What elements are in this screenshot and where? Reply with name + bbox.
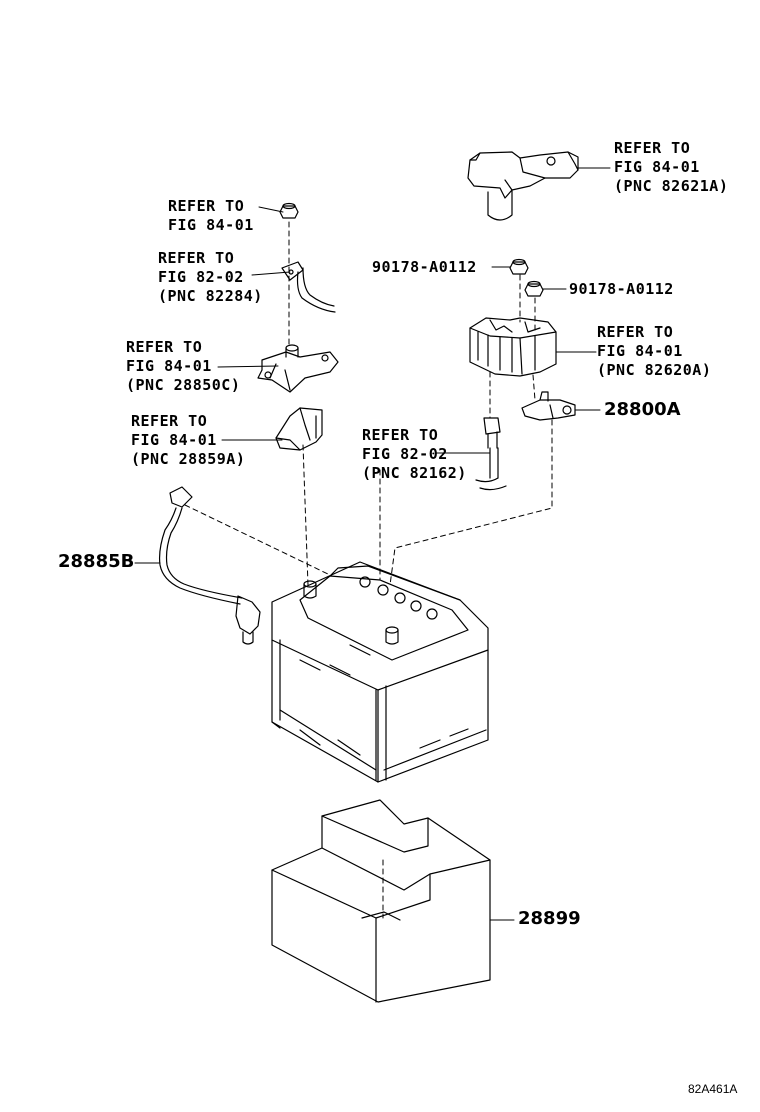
cable-terminal-82284: [281, 261, 336, 313]
callout-line-1: REFER TO: [597, 323, 674, 341]
callout-pnc-28859A: REFER TO FIG 84-01 (PNC 28859A): [131, 412, 245, 469]
callout-line-2: FIG 84-01: [131, 431, 217, 449]
battery: [271, 561, 489, 783]
part-number-nut-left: 90178-A0112: [372, 258, 477, 276]
callout-line-3: (PNC 82162): [362, 464, 467, 482]
leader-lines: [134, 167, 611, 921]
terminal-clamp-28850C: [257, 344, 339, 393]
callout-line-3: (PNC 82284): [158, 287, 263, 305]
cable-82162: [475, 417, 507, 491]
nut-top: [279, 202, 299, 219]
callout-line-2: FIG 84-01: [168, 216, 254, 234]
callout-line-1: REFER TO: [362, 426, 439, 444]
callout-line-2: FIG 82-02: [362, 445, 448, 463]
fuse-block-82620A: [469, 317, 557, 377]
terminal-28800A: [521, 391, 576, 421]
callout-nut-top: REFER TO FIG 84-01: [168, 197, 254, 235]
callout-line-1: REFER TO: [614, 139, 691, 157]
part-number-nut-right: 90178-A0112: [569, 280, 674, 298]
callout-line-1: REFER TO: [126, 338, 203, 356]
callout-line-2: FIG 84-01: [614, 158, 700, 176]
figure-code: 82A461A: [688, 1082, 738, 1096]
callout-line-1: REFER TO: [168, 197, 245, 215]
part-number-28800A: 28800A: [604, 399, 681, 420]
callout-line-3: (PNC 28859A): [131, 450, 246, 468]
bracket-28859A: [275, 407, 323, 451]
callout-pnc-82621A: REFER TO FIG 84-01 (PNC 82621A): [614, 139, 728, 196]
terminal-cover-82621A: [467, 151, 579, 221]
callout-line-1: REFER TO: [158, 249, 235, 267]
callout-pnc-82620A: REFER TO FIG 84-01 (PNC 82620A): [597, 323, 711, 380]
callout-line-1: REFER TO: [131, 412, 208, 430]
callout-line-2: FIG 82-02: [158, 268, 244, 286]
sensor-cable-28885B: [158, 486, 261, 645]
part-number-28885B: 28885B: [58, 551, 135, 572]
battery-tray-28899: [271, 799, 491, 1003]
callout-line-3: (PNC 28850C): [126, 376, 241, 394]
nut-right-a: [509, 258, 529, 275]
callout-line-3: (PNC 82621A): [614, 177, 729, 195]
callout-line-3: (PNC 82620A): [597, 361, 712, 379]
callout-line-2: FIG 84-01: [597, 342, 683, 360]
nut-right-b: [524, 280, 544, 297]
callout-line-2: FIG 84-01: [126, 357, 212, 375]
callout-pnc-28850C: REFER TO FIG 84-01 (PNC 28850C): [126, 338, 240, 395]
callout-pnc-82162: REFER TO FIG 82-02 (PNC 82162): [362, 426, 467, 483]
assembly-dashed-lines: [184, 221, 553, 919]
part-number-28899: 28899: [518, 908, 581, 929]
callout-pnc-82284: REFER TO FIG 82-02 (PNC 82284): [158, 249, 263, 306]
